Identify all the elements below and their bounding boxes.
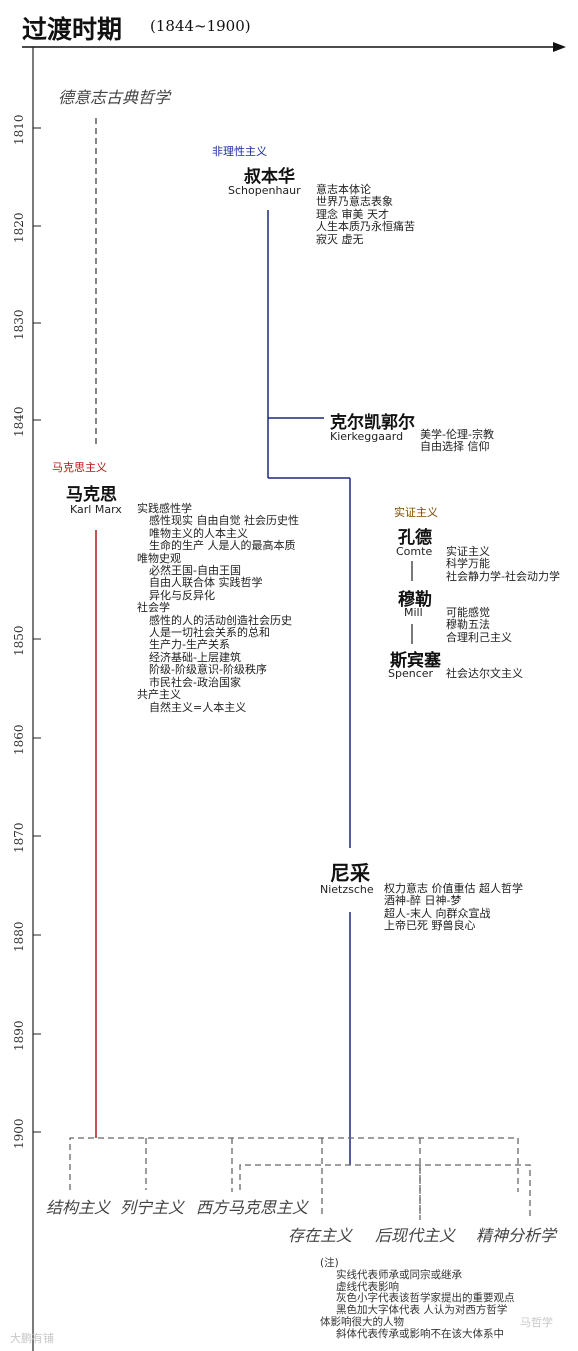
legend-notes: (注)实线代表师承或同宗或继承虚线代表影响灰色小字代表该哲学家提出的重要观点黑色… [320, 1257, 515, 1341]
idea-line: 实证主义 [446, 545, 490, 558]
idea-line: 社会学 [137, 601, 170, 615]
ideas-spencer: 社会达尔文主义 [446, 667, 523, 680]
philosopher-name-kierkegaard: 克尔凯郭尔 [330, 413, 415, 433]
idea-line: 超人-末人 向群众宣战 [384, 906, 491, 920]
philosopher-en-marx: Karl Marx [70, 503, 122, 516]
idea-line: 生产力-生产关系 [149, 638, 230, 652]
philosopher-en-kierkegaard: Kierkeggaard [330, 430, 404, 443]
school-label-marxism: 马克思主义 [52, 461, 107, 474]
year-label: 1870 [12, 822, 26, 853]
successor-psychoanalysis: 精神分析学 [476, 1226, 557, 1245]
successor-structuralism: 结构主义 [46, 1198, 111, 1217]
year-label: 1810 [12, 114, 26, 145]
idea-line: 感性的人的活动创造社会历史 [149, 613, 292, 627]
philosopher-name-spencer: 斯宾塞 [390, 651, 441, 671]
year-label: 1830 [12, 309, 26, 340]
idea-line: 唯物主义的人本主义 [149, 526, 248, 540]
legend-note-line: 虚线代表影响 [336, 1280, 399, 1293]
ideas-marx: 实践感性学感性现实 自由自觉 社会历史性唯物主义的人本主义生命的生产 人是人的最… [137, 502, 299, 714]
idea-line: 上帝已死 野兽良心 [384, 919, 476, 933]
idea-line: 酒神-醉 日神-梦 [384, 894, 462, 908]
non-rational-blue-lines [267, 210, 351, 1165]
idea-line: 自由选择 信仰 [420, 440, 490, 454]
year-label: 1880 [12, 921, 26, 952]
idea-line: 感性现实 自由自觉 社会历史性 [149, 514, 299, 528]
idea-line: 社会静力学-社会动力学 [446, 569, 560, 583]
idea-line: 穆勒五法 [446, 618, 490, 632]
idea-line: 共产主义 [137, 688, 181, 702]
idea-line: 社会达尔文主义 [446, 667, 523, 680]
ideas-kierkegaard: 美学-伦理-宗教 自由选择 信仰 [420, 428, 494, 454]
ideas-schopenhauer: 意志本体论 世界乃意志表象 理念 审美 天才 人生本质乃永恒痛苦 寂灭 虚无 [316, 183, 415, 246]
philosopher-name-mill: 穆勒 [398, 590, 432, 610]
idea-line: 人是一切社会关系的总和 [149, 626, 270, 640]
idea-line: 权力意志 价值重估 超人哲学 [384, 882, 523, 895]
idea-line: 可能感觉 [446, 606, 490, 619]
idea-line: 合理利己主义 [446, 630, 512, 644]
page-subtitle: (1844~1900) [150, 17, 251, 35]
idea-line: 意志本体论 [316, 183, 371, 196]
philosopher-name-marx: 马克思 [66, 485, 117, 505]
idea-line: 市民社会-政治国家 [149, 675, 241, 689]
idea-line: 自由人联合体 实践哲学 [149, 576, 263, 590]
year-label: 1900 [12, 1118, 26, 1149]
year-label: 1820 [12, 212, 26, 243]
idea-line: 经济基础-上层建筑 [149, 650, 241, 664]
top-axis-arrow [553, 42, 566, 52]
idea-line: 必然王国-自由王国 [149, 564, 241, 578]
philosopher-en-nietzsche: Nietzsche [320, 883, 374, 896]
idea-line: 自然主义=人本主义 [149, 700, 247, 714]
idea-line: 异化与反异化 [149, 588, 215, 602]
school-label-non-rational: 非理性主义 [212, 145, 267, 158]
idea-line: 寂灭 虚无 [316, 232, 364, 246]
legend-note-line: (注) [320, 1257, 339, 1269]
philosopher-name-schopenhauer: 叔本华 [244, 167, 295, 187]
idea-line: 人生本质乃永恒痛苦 [316, 220, 415, 234]
year-label: 1860 [12, 724, 26, 755]
successor-western-marxism: 西方马克思主义 [196, 1198, 309, 1217]
philosopher-en-comte: Comte [396, 545, 433, 558]
school-label-positivism: 实证主义 [394, 506, 438, 519]
successor-leninism: 列宁主义 [120, 1198, 185, 1217]
successor-existentialism: 存在主义 [288, 1226, 353, 1245]
idea-line: 生命的生产 人是人的最高本质 [149, 539, 296, 553]
german-classical-label: 德意志古典哲学 [58, 88, 171, 107]
philosopher-name-nietzsche: 尼采 [330, 861, 370, 885]
watermark-right: 马哲学 [520, 1316, 553, 1329]
page-title: 过渡时期 [22, 15, 123, 44]
successor-dashed-branches [69, 1137, 531, 1220]
philosopher-en-schopenhauer: Schopenhaur [228, 184, 301, 197]
philosopher-en-mill: Mill [404, 606, 423, 619]
year-label: 1890 [12, 1020, 26, 1051]
idea-line: 美学-伦理-宗教 [420, 428, 494, 441]
idea-line: 实践感性学 [137, 502, 192, 515]
watermark-left: 大鹏有铺 [10, 1332, 54, 1345]
idea-line: 阶级-阶级意识-阶级秩序 [149, 663, 267, 677]
idea-line: 理念 审美 天才 [316, 207, 389, 221]
legend-note-line: 黑色加大字体代表 人认为对西方哲学 [336, 1304, 508, 1317]
idea-line: 世界乃意志表象 [316, 195, 393, 209]
idea-line: 唯物史观 [137, 551, 181, 565]
year-label: 1840 [12, 406, 26, 437]
philosopher-name-comte: 孔德 [398, 528, 432, 548]
year-ticks [33, 127, 41, 1133]
ideas-mill: 可能感觉 穆勒五法 合理利己主义 [446, 606, 512, 644]
idea-line: 科学万能 [446, 557, 490, 571]
legend-note-line: 斜体代表传承或影响不在该大体系中 [336, 1327, 504, 1340]
legend-note-line: 体影响很大的人物 [320, 1315, 404, 1328]
successor-postmodernism: 后现代主义 [375, 1226, 456, 1245]
legend-note-line: 实线代表师承或同宗或继承 [336, 1268, 462, 1281]
ideas-nietzsche: 权力意志 价值重估 超人哲学 酒神-醉 日神-梦 超人-末人 向群众宣战 上帝已… [384, 882, 523, 933]
philosopher-en-spencer: Spencer [388, 667, 434, 680]
legend-note-line: 灰色小字代表该哲学家提出的重要观点 [336, 1292, 515, 1305]
ideas-comte: 实证主义 科学万能 社会静力学-社会动力学 [446, 545, 560, 583]
year-label: 1850 [12, 625, 26, 656]
